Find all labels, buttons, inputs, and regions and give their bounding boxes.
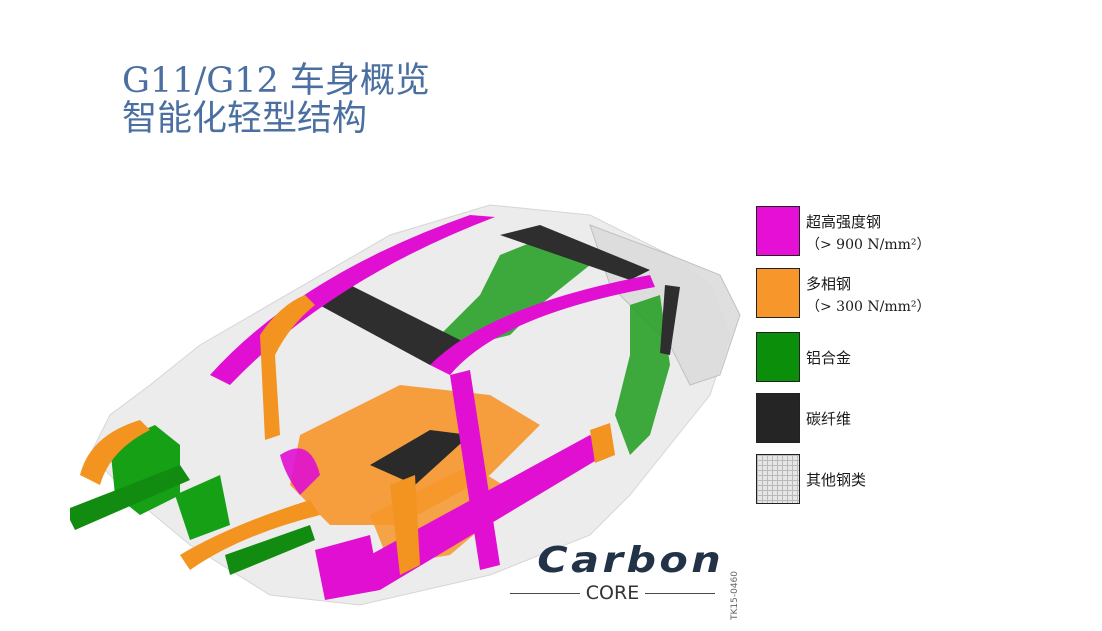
image-code: TK15-0460 xyxy=(730,570,740,620)
legend-swatch-black xyxy=(756,393,800,443)
legend-item-carbon-fiber: 碳纤维 xyxy=(756,393,1086,443)
legend-label: 超高强度钢 xyxy=(806,213,882,231)
legend-swatch-magenta xyxy=(756,206,800,256)
legend-label: 多相钢 xyxy=(806,275,852,293)
slide-title: G11/G12 车身概览 智能化轻型结构 xyxy=(122,62,430,138)
legend-label: 其他钢类 xyxy=(806,471,867,489)
legend-swatch-grid xyxy=(756,454,800,504)
carbon-core-logo: Carbon CORE xyxy=(510,540,721,610)
legend-item-ultra-high-strength-steel: 超高强度钢 （> 900 N/mm²） xyxy=(756,206,1086,256)
title-line-1: G11/G12 车身概览 xyxy=(122,61,430,101)
logo-rule-left xyxy=(510,592,580,594)
legend-swatch-orange xyxy=(756,268,800,318)
legend-item-aluminium-alloy: 铝合金 xyxy=(756,332,1086,382)
logo-wordmark: Carbon xyxy=(537,540,725,581)
legend-label: 铝合金 xyxy=(806,349,852,367)
legend-item-multiphase-steel: 多相钢 （> 300 N/mm²） xyxy=(756,268,1086,318)
legend-swatch-green xyxy=(756,332,800,382)
title-line-2: 智能化轻型结构 xyxy=(122,99,368,139)
logo-rule-right xyxy=(645,592,715,594)
logo-core-text: CORE xyxy=(585,582,640,604)
legend-sublabel: （> 900 N/mm²） xyxy=(806,237,931,253)
legend-item-other-steel: 其他钢类 xyxy=(756,454,1086,504)
legend-sublabel: （> 300 N/mm²） xyxy=(806,299,931,315)
car-body-illustration xyxy=(70,195,750,615)
legend-label: 碳纤维 xyxy=(806,410,852,428)
logo-subline: CORE xyxy=(510,582,715,604)
